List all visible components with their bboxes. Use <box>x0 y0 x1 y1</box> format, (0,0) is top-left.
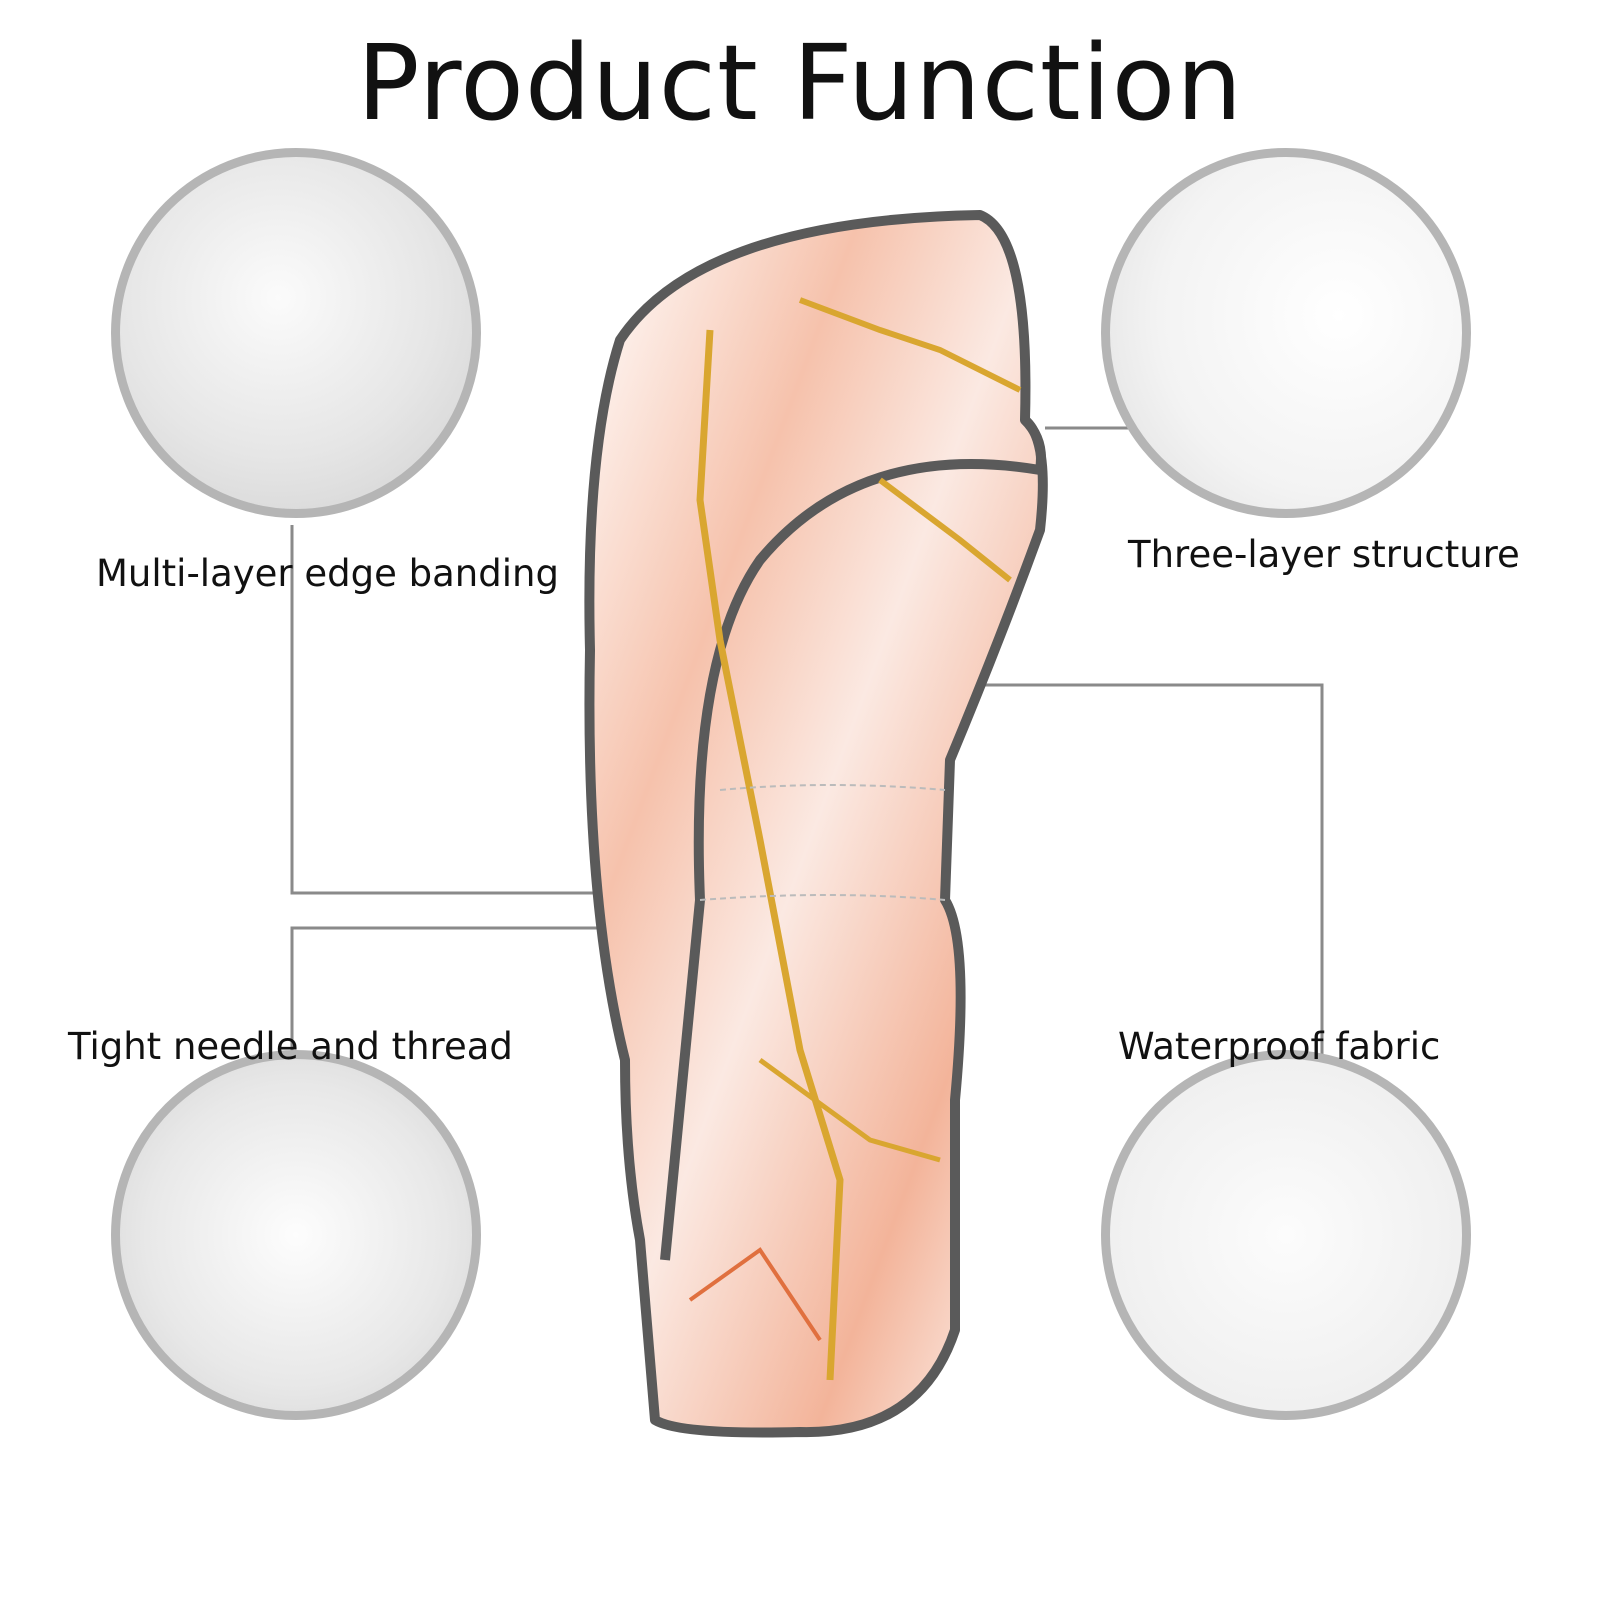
edge-banding-detail-image <box>111 148 481 518</box>
headcover <box>584 210 1048 1438</box>
feature-label-waterproof: Waterproof fabric <box>1118 1025 1441 1068</box>
three-layer-detail-image <box>1101 148 1471 518</box>
waterproof-detail-image <box>1101 1050 1471 1420</box>
stitching-detail-image <box>111 1050 481 1420</box>
page-title: Product Function <box>356 22 1244 144</box>
feature-label-needle-thread: Tight needle and thread <box>68 1025 513 1068</box>
feature-label-edge-banding: Multi-layer edge banding <box>96 552 559 595</box>
feature-label-three-layer: Three-layer structure <box>1128 533 1520 576</box>
